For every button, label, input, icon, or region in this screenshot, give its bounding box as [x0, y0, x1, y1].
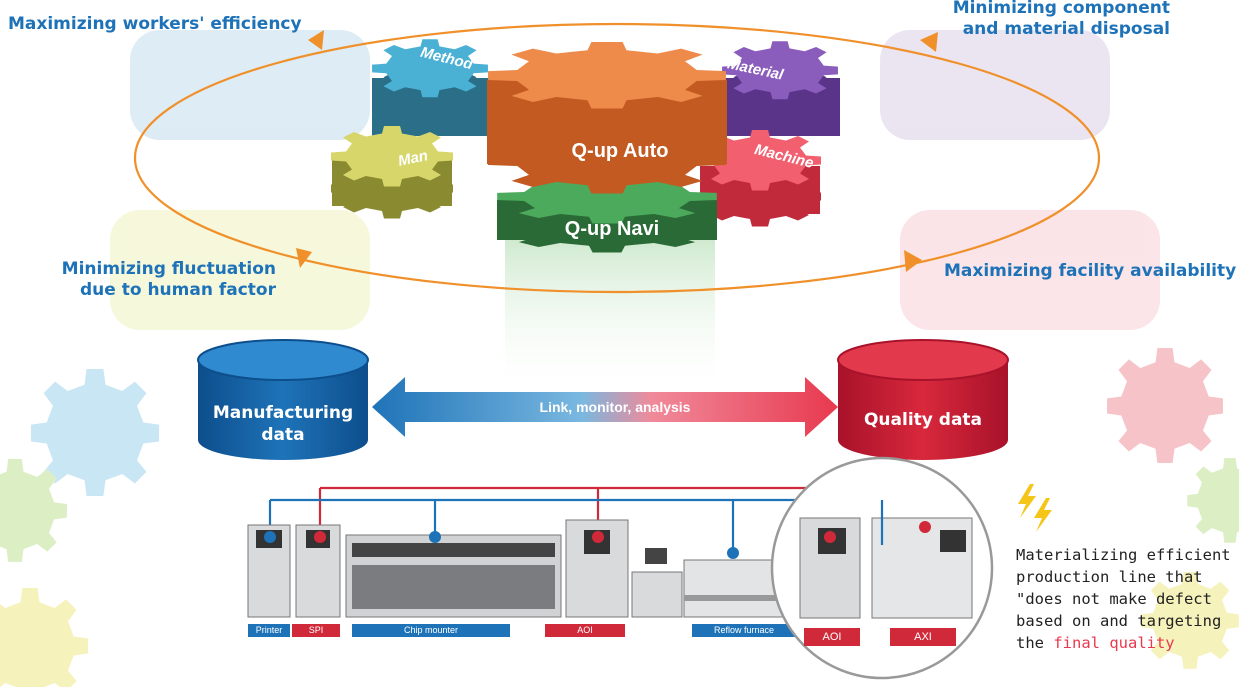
link-arrow-label: Link, monitor, analysis [539, 399, 691, 415]
goal-human-fluctuation-line1: Minimizing fluctuation [61, 259, 276, 279]
manufacturing-data-label-line2: data [261, 425, 305, 445]
note-line5-prefix: the [1016, 634, 1054, 652]
bg-gear-pink-icon [1107, 348, 1223, 463]
quality-data-label: Quality data [863, 410, 983, 430]
bg-gear-yellow-icon [0, 588, 88, 687]
machine-label-chip-mounter: Chip mounter [403, 625, 459, 635]
link-double-arrow [372, 377, 838, 437]
note-line3: "does not make defect [1016, 590, 1212, 608]
cycle-ellipse [133, 22, 1101, 294]
quality-data-cylinder [837, 339, 1009, 460]
machine-label-aoi-zoom: AOI [822, 631, 842, 643]
gear-qup-navi-icon [497, 169, 717, 253]
machine-label-printer: Printer [255, 625, 283, 635]
gear-qup-navi-label: Q-up Navi [564, 218, 660, 240]
goal-human-fluctuation-line2: due to human factor [80, 280, 276, 300]
machine-label-spi: SPI [308, 625, 324, 635]
gear-material-icon [722, 41, 840, 136]
note-line4: based on and targeting [1016, 612, 1222, 630]
goal-facility-availability: Maximizing facility availability [944, 261, 1237, 281]
efficiency-note: Materializing efficient production line … [1016, 544, 1239, 654]
note-line1: Materializing efficient [1016, 546, 1231, 564]
machine-label-reflow: Reflow furnace [713, 625, 775, 635]
bg-gear-green-right-icon [1187, 458, 1239, 543]
goal-component-disposal-line2: and material disposal [962, 19, 1170, 39]
goal-workers-efficiency: Maximizing workers' efficiency [8, 14, 302, 34]
machine-label-axi: AXI [914, 631, 932, 643]
machine-label-aoi: AOI [577, 625, 593, 635]
cycle-arrow-icon [904, 250, 922, 272]
manufacturing-data-label: Manufacturing data [198, 402, 368, 446]
lightning-icon [1018, 484, 1052, 532]
note-final-quality-highlight: final quality [1053, 634, 1175, 652]
goal-component-disposal: Minimizing component and material dispos… [930, 0, 1170, 40]
cycle-arrow-icon [308, 30, 324, 50]
light-beam [505, 240, 715, 400]
note-line5: the final quality [1016, 632, 1239, 654]
note-line2: production line that [1016, 568, 1203, 586]
goal-component-disposal-line1: Minimizing component [952, 0, 1170, 18]
gear-qup-auto-label: Q-up Auto [571, 140, 669, 162]
gear-man-icon [331, 126, 453, 219]
goal-human-fluctuation: Minimizing fluctuation due to human fact… [30, 259, 276, 301]
cycle-arrow-icon [296, 248, 312, 268]
gear-qup-auto-icon [487, 42, 727, 194]
manufacturing-data-label-line1: Manufacturing [212, 403, 354, 423]
zoom-circle [770, 456, 994, 680]
manufacturing-data-cylinder [197, 339, 369, 460]
cycle-arrow-icon [920, 32, 938, 52]
production-line [247, 486, 927, 637]
gear-machine-icon [699, 130, 821, 227]
